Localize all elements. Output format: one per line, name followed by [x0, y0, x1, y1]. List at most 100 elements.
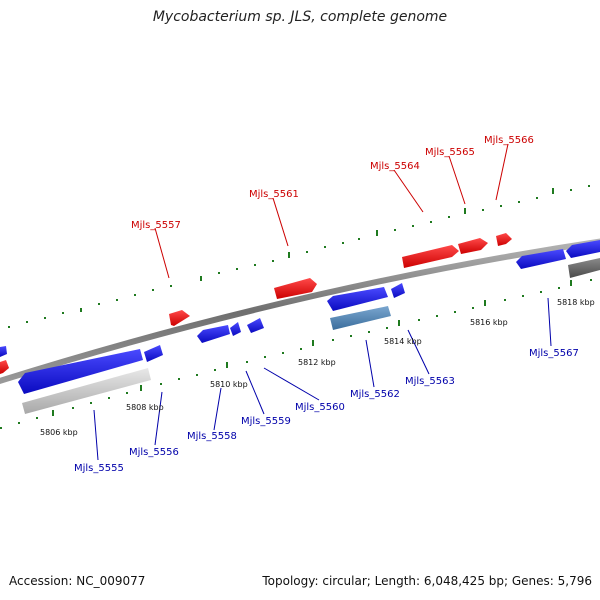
gene-arrow-reverse[interactable]: [566, 240, 600, 258]
tick-dot: [44, 317, 46, 319]
tick-dot: [436, 315, 438, 317]
tick-label: 5806 kbp: [40, 428, 78, 437]
tick-dot: [214, 369, 216, 371]
gene-label[interactable]: Mjls_5560: [295, 402, 345, 413]
gene-arrow-forward[interactable]: [458, 238, 488, 254]
gene-arrow-forward[interactable]: [496, 233, 512, 246]
gene-arrow-reverse[interactable]: [230, 322, 241, 336]
gene-label[interactable]: Mjls_5565: [425, 147, 475, 158]
gene-arrow-forward[interactable]: [0, 360, 9, 374]
tick-dot: [590, 279, 592, 281]
tick-dot: [254, 264, 256, 266]
tick-dot: [552, 188, 554, 194]
pseudo-feature[interactable]: [22, 368, 151, 414]
tick-dot: [484, 300, 486, 306]
tick-dot: [152, 289, 154, 291]
gene-arrow-forward[interactable]: [402, 245, 459, 268]
leader-line: [263, 367, 320, 401]
tick-dot: [72, 407, 74, 409]
tick-dot: [342, 242, 344, 244]
tick-dot: [358, 238, 360, 240]
tick-dot: [18, 422, 20, 424]
tick-dot: [500, 205, 502, 207]
tick-dot: [518, 201, 520, 203]
tick-dot: [430, 221, 432, 223]
tick-dot: [200, 276, 202, 281]
tick-label: 5812 kbp: [298, 358, 336, 367]
rna-feature[interactable]: [330, 306, 391, 330]
tick-dot: [472, 307, 474, 309]
tick-dot: [62, 312, 64, 314]
tick-labels: 5806 kbp 5808 kbp 5810 kbp 5812 kbp 5814…: [40, 298, 595, 437]
gene-label[interactable]: Mjls_5558: [187, 431, 237, 442]
tick-dot: [288, 252, 290, 258]
tick-dot: [236, 268, 238, 270]
leader-line: [393, 169, 424, 213]
tick-dot: [0, 427, 2, 429]
gene-arrow-reverse[interactable]: [247, 318, 264, 333]
tick-dot: [350, 335, 352, 337]
tick-dot: [160, 383, 162, 385]
tick-dot: [90, 402, 92, 404]
tick-dot: [246, 361, 248, 363]
leader-line: [547, 297, 552, 347]
gene-label[interactable]: Mjls_5557: [131, 220, 181, 231]
tick-dot: [570, 189, 572, 191]
leader-line: [245, 370, 265, 415]
gene-arrow-reverse[interactable]: [391, 283, 405, 298]
leader-line: [495, 143, 509, 201]
tick-dot: [312, 340, 314, 346]
leader-line: [448, 155, 466, 205]
tick-label: 5816 kbp: [470, 318, 508, 327]
tick-dot: [332, 339, 334, 341]
leader-lines: [93, 143, 552, 461]
gene-label[interactable]: Mjls_5564: [370, 161, 420, 172]
tick-dot: [226, 362, 228, 368]
forward-genes: [0, 233, 512, 374]
tick-dot: [26, 321, 28, 323]
tick-dot: [272, 260, 274, 262]
gene-arrow-reverse[interactable]: [327, 287, 388, 311]
tick-dot: [448, 216, 450, 218]
genome-stats-text: Topology: circular; Length: 6,048,425 bp…: [262, 574, 592, 588]
gene-label[interactable]: Mjls_5556: [129, 447, 179, 458]
tick-dot: [170, 285, 172, 287]
gene-label[interactable]: Mjls_5561: [249, 189, 299, 200]
leader-line: [407, 329, 430, 375]
gene-arrow-reverse[interactable]: [144, 345, 163, 362]
gene-arrow-forward[interactable]: [169, 310, 190, 326]
map-title: Mycobacterium sp. JLS, complete genome: [152, 9, 448, 25]
genome-backbone: [0, 238, 600, 385]
tick-dot: [108, 397, 110, 399]
tick-dot: [80, 308, 82, 312]
tick-label: 5810 kbp: [210, 380, 248, 389]
tick-dot: [282, 352, 284, 354]
tick-dot: [178, 378, 180, 380]
tick-dot: [324, 246, 326, 248]
gene-arrow-reverse[interactable]: [18, 349, 143, 394]
gene-label[interactable]: Mjls_5559: [241, 416, 291, 427]
reverse-genes: [0, 240, 600, 414]
tick-dot: [126, 392, 128, 394]
gene-label[interactable]: Mjls_5562: [350, 389, 400, 400]
tick-label: 5818 kbp: [557, 298, 595, 307]
gene-label[interactable]: Mjls_5567: [529, 348, 579, 359]
forward-gene-labels: Mjls_5557 Mjls_5561 Mjls_5564 Mjls_5565 …: [131, 135, 534, 231]
tick-dot: [454, 311, 456, 313]
tick-dot: [98, 303, 100, 305]
dark-feature[interactable]: [568, 258, 600, 278]
tick-dot: [504, 299, 506, 301]
upper-tick-track: [8, 185, 590, 328]
tick-dot: [368, 331, 370, 333]
gene-arrow-reverse[interactable]: [0, 346, 7, 357]
gene-arrow-reverse[interactable]: [516, 249, 566, 269]
leader-line: [272, 197, 289, 247]
gene-label[interactable]: Mjls_5555: [74, 463, 124, 474]
gene-label[interactable]: Mjls_5566: [484, 135, 534, 146]
gene-arrow-reverse[interactable]: [197, 325, 230, 343]
gene-label[interactable]: Mjls_5563: [405, 376, 455, 387]
tick-dot: [140, 385, 142, 391]
tick-dot: [482, 209, 484, 211]
gene-arrow-forward[interactable]: [274, 278, 317, 299]
